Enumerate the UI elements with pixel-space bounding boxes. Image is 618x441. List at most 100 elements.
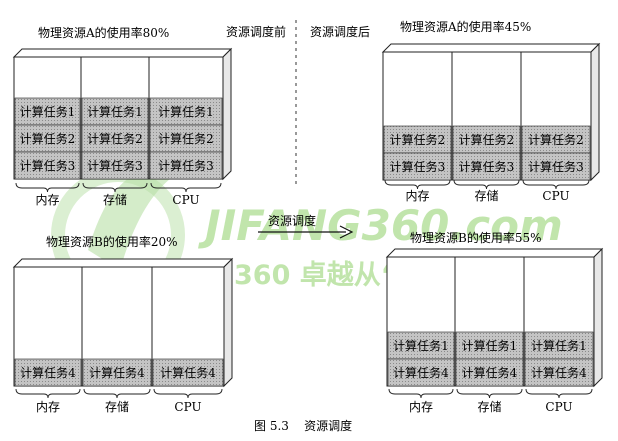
column-label: 内存: [409, 400, 433, 414]
task-label: 计算任务2: [459, 132, 515, 147]
task-label: 计算任务1: [393, 338, 449, 353]
task-label: 计算任务3: [158, 158, 214, 173]
task-label: 计算任务4: [160, 365, 216, 380]
panel-title: 物理资源A的使用率45%: [400, 19, 531, 34]
task-block: [455, 358, 524, 387]
column-label: CPU: [542, 189, 569, 203]
panel-title: 物理资源A的使用率80%: [38, 25, 169, 40]
column-brace: [82, 182, 148, 193]
panel-title: 物理资源B的使用率55%: [410, 230, 542, 245]
task-block: [455, 331, 524, 360]
task-block: [521, 152, 591, 181]
panel-top-face: [12, 48, 233, 58]
column-brace: [15, 388, 81, 399]
task-block: [387, 358, 455, 387]
task-block: [383, 152, 452, 181]
panel-a-before: 物理资源A的使用率80%计算任务1计算任务2计算任务3内存计算任务1计算任务2计…: [12, 25, 233, 207]
panel-top-face: [12, 258, 234, 268]
column-brace: [150, 182, 222, 193]
column-brace: [384, 179, 451, 190]
task-label: 计算任务1: [87, 104, 143, 119]
task-block: [14, 358, 82, 387]
column-brace: [15, 182, 80, 193]
watermark-logo-text: JIFANG360.com: [198, 201, 563, 250]
task-label: 计算任务1: [531, 338, 587, 353]
schedule-arrow: 资源调度: [258, 213, 354, 239]
column-brace: [453, 179, 520, 190]
column-label: 内存: [35, 193, 59, 207]
resource-column: 计算任务2 计算任务3 存储: [451, 51, 522, 203]
column-label: CPU: [545, 400, 572, 414]
task-label: 计算任务3: [20, 158, 76, 173]
task-block: [149, 151, 223, 180]
column-brace: [525, 388, 593, 399]
task-block: [152, 358, 224, 387]
task-label: 计算任务4: [531, 365, 587, 380]
task-label: 计算任务2: [87, 131, 143, 146]
task-block: [524, 358, 594, 387]
task-label: 计算任务2: [158, 131, 214, 146]
column-brace: [388, 388, 454, 399]
task-block: [14, 151, 81, 180]
task-label: 计算任务3: [87, 158, 143, 173]
task-label: 计算任务4: [462, 365, 518, 380]
panel-a-after: 物理资源A的使用率45%计算任务2计算任务3内存计算任务2计算任务3存储计算任务…: [381, 19, 601, 203]
column-label: 存储: [105, 399, 129, 414]
task-block: [14, 97, 81, 126]
panel-side-face: [590, 42, 600, 182]
column-label: 内存: [36, 400, 60, 414]
task-block: [81, 151, 149, 180]
task-label: 计算任务2: [390, 132, 446, 147]
task-block: [387, 331, 455, 360]
task-block: [82, 358, 152, 387]
task-label: 计算任务2: [20, 131, 76, 146]
task-label: 计算任务3: [459, 159, 515, 174]
header-after: 资源调度后: [310, 24, 370, 39]
panel-side-face: [223, 257, 233, 388]
task-block: [81, 97, 149, 126]
panels-group: 物理资源A的使用率80%计算任务1计算任务2计算任务3内存计算任务1计算任务2计…: [12, 19, 604, 414]
task-label: 计算任务1: [158, 104, 214, 119]
resource-column: 计算任务4 存储: [81, 266, 153, 414]
task-label: 计算任务4: [20, 365, 76, 380]
task-label: 计算任务1: [462, 338, 518, 353]
column-label: 存储: [103, 192, 127, 207]
task-label: 计算任务4: [89, 365, 145, 380]
panel-top-face: [385, 248, 604, 258]
task-block: [149, 97, 223, 126]
column-label: CPU: [172, 193, 199, 207]
panel-top-face: [381, 43, 601, 53]
resource-column: 计算任务1 计算任务4 存储: [454, 256, 525, 414]
panel-side-face: [593, 247, 603, 388]
column-brace: [153, 388, 223, 399]
column-brace: [522, 179, 590, 190]
resource-column: 计算任务2 计算任务3 内存: [382, 51, 453, 203]
task-label: 计算任务3: [390, 159, 446, 174]
task-block: [81, 124, 149, 153]
column-label: 存储: [474, 188, 498, 203]
column-label: 存储: [477, 399, 501, 414]
resource-column: 计算任务4 内存: [13, 266, 83, 414]
resource-column: 计算任务1 计算任务4 内存: [386, 256, 456, 414]
task-block: [452, 125, 521, 154]
task-block: [452, 152, 521, 181]
panel-b-after: 物理资源B的使用率55%计算任务1计算任务4内存计算任务1计算任务4存储计算任务…: [385, 230, 604, 414]
task-block: [524, 331, 594, 360]
task-block: [521, 125, 591, 154]
column-label: 内存: [405, 189, 429, 203]
figure-caption: 图 5.3 资源调度: [254, 418, 352, 433]
column-label: CPU: [174, 400, 201, 414]
task-label: 计算任务2: [528, 132, 584, 147]
panel-side-face: [222, 47, 232, 181]
header-before: 资源调度前: [226, 24, 286, 39]
arrow-label: 资源调度: [268, 213, 316, 228]
column-brace: [83, 388, 151, 399]
panel-title: 物理资源B的使用率20%: [46, 234, 178, 249]
task-label: 计算任务4: [393, 365, 449, 380]
